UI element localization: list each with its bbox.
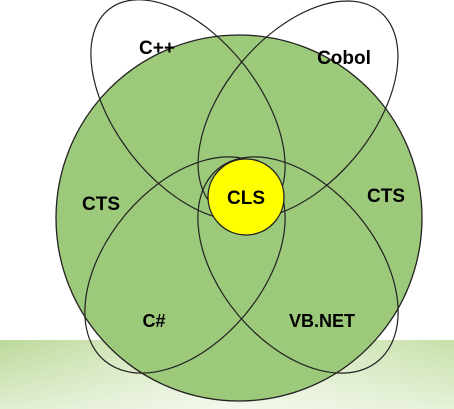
label-cobol: Cobol bbox=[317, 48, 371, 69]
label-vbnet: VB.NET bbox=[289, 311, 355, 331]
vbnet-ellipse bbox=[197, 156, 399, 374]
label-cts-left: CTS bbox=[82, 194, 120, 215]
label-cls: CLS bbox=[227, 188, 265, 209]
label-cts-right: CTS bbox=[367, 186, 405, 207]
label-csharp: C# bbox=[142, 311, 165, 331]
label-cpp: C++ bbox=[139, 38, 175, 59]
cls-circle bbox=[207, 158, 285, 236]
